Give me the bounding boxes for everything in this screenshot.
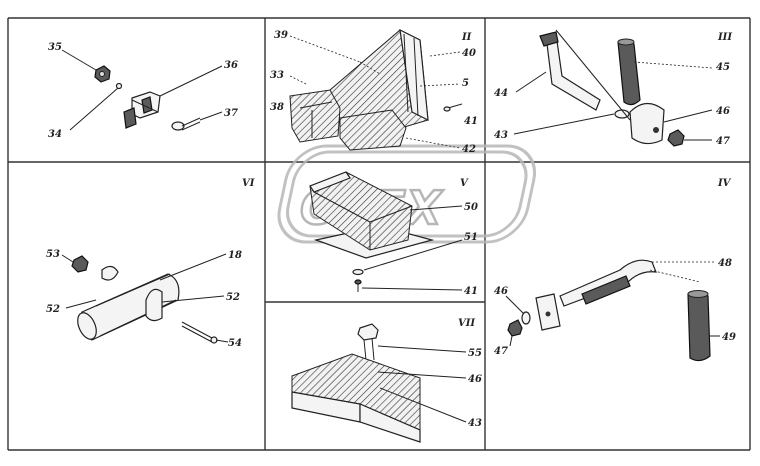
panel-vii: VII 55 46 43	[291, 318, 482, 443]
callout-50: 50	[464, 202, 478, 213]
callout-48: 48	[718, 258, 732, 269]
callout-43b: 43	[468, 418, 482, 429]
callout-5: 5	[462, 78, 469, 89]
callout-51: 51	[464, 232, 478, 243]
panel-label-ii: II	[461, 32, 472, 43]
callout-18: 18	[228, 250, 242, 261]
callout-44: 44	[494, 88, 508, 99]
bolt-55	[357, 323, 379, 341]
sleeve-45	[617, 39, 641, 106]
callout-53: 53	[46, 249, 60, 260]
callout-40: 40	[462, 48, 476, 59]
panel-iii: III 44 43 45 46 47	[494, 29, 732, 147]
panel-i: 35 34 36 37	[48, 42, 238, 140]
callout-47a: 47	[716, 136, 730, 147]
callout-33: 33	[270, 70, 284, 81]
panel-vi: VI 53 18 52 52 54	[46, 178, 255, 349]
callout-46b: 46	[468, 374, 482, 385]
block-38	[289, 89, 341, 143]
callout-42: 42	[462, 144, 476, 155]
panel-label-vi: VI	[242, 178, 255, 189]
callout-52b: 52	[226, 292, 240, 303]
panel-label-vii: VII	[458, 318, 475, 329]
callout-35: 35	[48, 42, 62, 53]
callout-47b: 47	[494, 346, 508, 357]
panel-iv: IV 48 46 47 49	[494, 178, 736, 362]
base-block-42	[339, 109, 407, 151]
callout-43a: 43	[494, 130, 508, 141]
callout-45: 45	[716, 62, 730, 73]
panel-v: V 50 51 41	[309, 171, 478, 297]
callout-36: 36	[224, 60, 238, 71]
nut-53	[71, 255, 89, 273]
callout-49: 49	[722, 332, 736, 343]
panel-label-iv: IV	[717, 178, 732, 189]
callout-41b: 41	[464, 286, 478, 297]
callout-38: 38	[270, 102, 284, 113]
panel-label-iii: III	[717, 32, 732, 43]
sleeve-49	[687, 291, 711, 362]
bent-rod-44	[545, 33, 601, 111]
panel-ii: II 39 33 38 40 5 41 42	[270, 28, 478, 155]
bracket-36	[123, 91, 161, 129]
nut-47-iv	[507, 319, 523, 337]
callout-37: 37	[224, 108, 238, 119]
nut-47	[667, 129, 685, 147]
callout-39: 39	[274, 30, 288, 41]
callout-41a: 41	[464, 116, 478, 127]
callout-54: 54	[228, 338, 242, 349]
bolt-37	[171, 117, 201, 131]
callout-34: 34	[48, 129, 62, 140]
callout-52a: 52	[46, 304, 60, 315]
callout-46c: 46	[494, 286, 508, 297]
callout-46a: 46	[716, 106, 730, 117]
callout-55: 55	[468, 348, 482, 359]
panel-label-v: V	[460, 178, 469, 189]
panel-frames	[7, 17, 751, 451]
plate-46	[629, 102, 665, 145]
